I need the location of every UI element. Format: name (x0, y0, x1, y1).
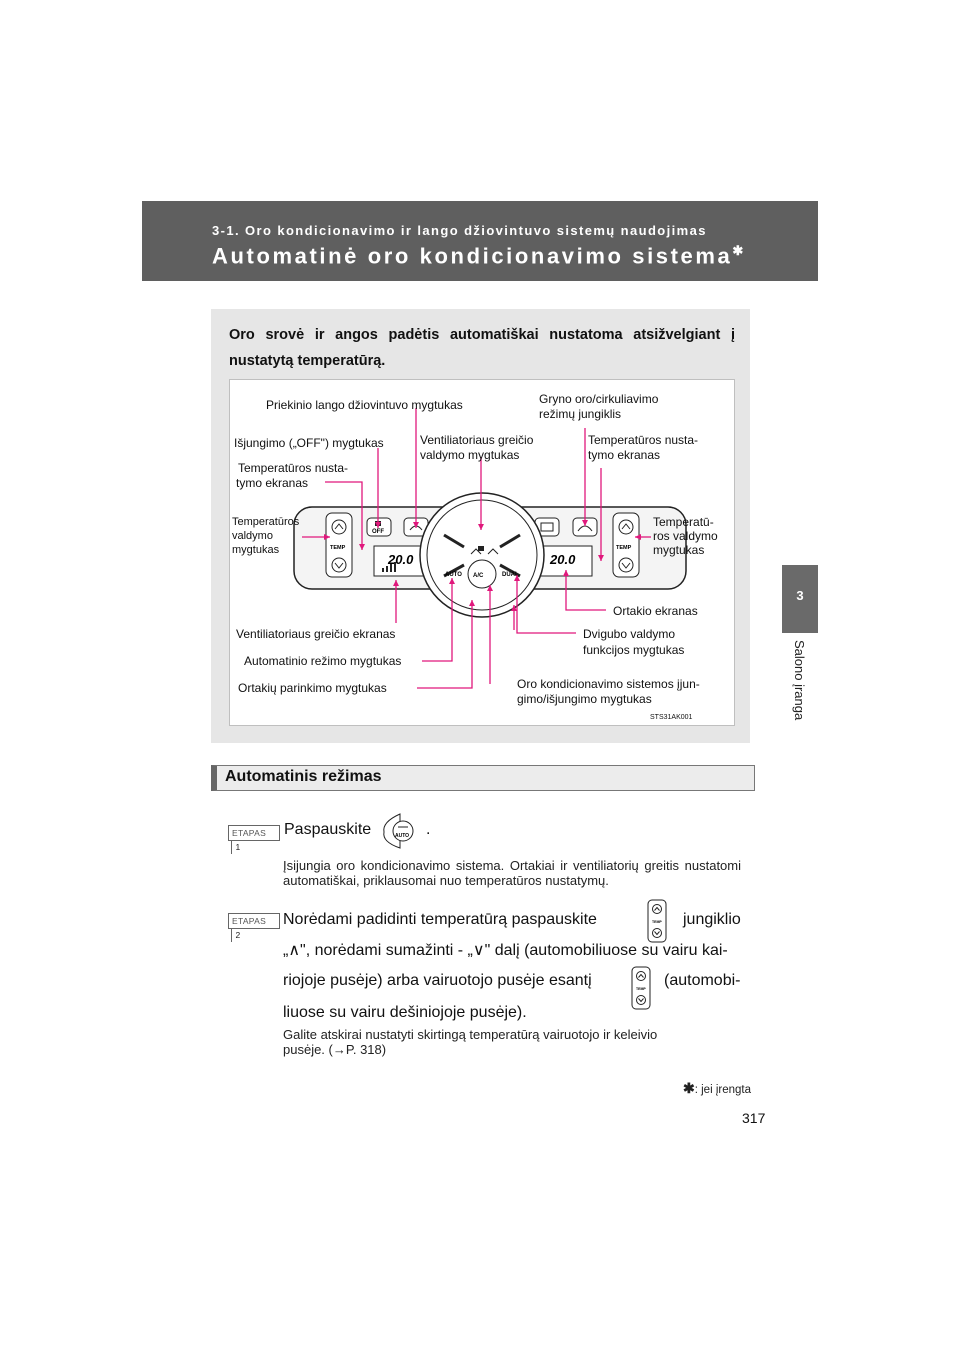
label-temp-control-right-1: Temperatū- (653, 515, 714, 529)
page-title: Automatinė oro kondicionavimo sistema✱ (212, 243, 746, 269)
off-text: OFF (372, 529, 384, 535)
label-temp-display-right-1: Temperatūros nusta- (588, 433, 699, 447)
auto-icon-text: AUTO (395, 833, 409, 839)
equipment-mark: ✱ (732, 243, 746, 258)
label-temp-control-left-1: Temperatūros (232, 516, 300, 528)
footnote: ✱: jei įrengta (683, 1080, 751, 1097)
footnote-text: : jei įrengta (694, 1084, 751, 1096)
right-temp-text: TEMP (616, 545, 632, 551)
label-fan-button-1: Ventiliatoriaus greičio (420, 433, 534, 447)
step-2-detail-1: Galite atskirai nustatyti skirtingą temp… (283, 1027, 658, 1042)
chapter-header: 3-1. Oro kondicionavimo ir lango džiovin… (142, 201, 818, 281)
label-temp-display-left-2: tymo ekranas (236, 476, 309, 490)
page-number: 317 (742, 1110, 766, 1126)
control-panel-illustration: TEMP TEMP OFF 20.0 20.0 A (293, 408, 687, 689)
temp-icon-text: TEMP (652, 920, 662, 924)
right-temp-value: 20.0 (549, 552, 576, 567)
label-temp-control-left: Temperatūros valdymo mygtukas (232, 515, 299, 557)
label-ac-2: gimo/išjungimo mygtukas (517, 692, 652, 706)
chapter-tab: 3 (782, 565, 818, 633)
center-dial (419, 492, 545, 618)
step-2-badge: ETAPAS 2 (228, 913, 280, 942)
label-ac-1: Oro kondicionavimo sistemos įjun- (517, 677, 700, 691)
step-1-text-b: . (426, 821, 431, 838)
label-temp-display-left-1: Temperatūros nusta- (238, 461, 349, 475)
auto-button-icon: AUTO (380, 812, 418, 850)
label-temp-display-right-2: tymo ekranas (588, 448, 661, 462)
off-button (366, 517, 392, 537)
label-fan-button-2: valdymo mygtukas (420, 448, 520, 462)
footnote-mark: ✱ (683, 1080, 695, 1096)
pointer-lines (302, 408, 651, 689)
label-fresh-air-1: Gryno oro/cirkuliavimo (539, 392, 659, 406)
left-temp-text: TEMP (330, 545, 346, 551)
intro-text: Oro srovė ir angos padėtis automatiškai … (229, 327, 735, 369)
label-temp-control-right-3: mygtukas (653, 543, 705, 557)
diagram-code: STS31AK001 (650, 714, 693, 721)
step-2-detail-2: pusėje. (→P. 318) (283, 1042, 387, 1057)
step-2-badge-text: ETAPAS (232, 916, 267, 926)
auto-text: AUTO (445, 572, 462, 578)
ac-text: A/C (473, 573, 484, 579)
step-2-line1-b: jungiklio (683, 911, 741, 928)
label-fan-display: Ventiliatoriaus greičio ekranas (236, 627, 396, 641)
step-2-line3-b: (automobi- (664, 972, 741, 989)
step-2-line1-a: Norėdami padidinti temperatūrą paspauski… (283, 911, 597, 928)
temp-icon-text-2: TEMP (636, 987, 646, 991)
temp-switch-icon-2: TEMP (630, 966, 652, 1010)
step-1-badge-text: ETAPAS (232, 828, 267, 838)
label-auto-button: Automatinio režimo mygtukas (244, 654, 402, 668)
step-2-line2: „∧", norėdami sumažinti - „∨" dalį (auto… (283, 942, 728, 959)
label-temp-control-right: Temperatū- ros valdymo mygtukas (653, 515, 718, 557)
climate-panel-diagram: TEMP TEMP OFF 20.0 20.0 A (229, 379, 735, 726)
label-temp-control-right-2: ros valdymo (653, 529, 718, 543)
label-vent-display: Ortakio ekranas (613, 604, 698, 618)
step-1-text-a: Paspauskite (284, 821, 372, 838)
page-title-text: Automatinė oro kondicionavimo sistema (212, 243, 733, 269)
label-defroster: Priekinio lango džiovintuvo mygtukas (266, 398, 463, 412)
step-1-detail: Įsijungia oro kondicionavimo sistema. Or… (283, 858, 741, 888)
label-vent-select: Ortakių parinkimo mygtukas (238, 681, 387, 695)
step-2-line4: liuose su vairu dešiniojoje pusėje). (283, 1004, 527, 1021)
step-2-number: 2 (231, 928, 244, 942)
label-temp-control-left-2: valdymo (232, 530, 273, 542)
section-subtitle: 3-1. Oro kondicionavimo ir lango džiovin… (212, 223, 707, 238)
label-dual-2: funkcijos mygtukas (583, 643, 685, 657)
label-dual-1: Dvigubo valdymo (583, 627, 676, 641)
left-temp-value: 20.0 (387, 552, 414, 567)
label-fresh-air-2: režimų jungiklis (539, 407, 622, 421)
label-temp-control-left-3: mygtukas (232, 544, 280, 556)
section-heading-text: Automatinis režimas (225, 768, 382, 785)
dual-text: DUAL (502, 572, 519, 578)
label-off: Išjungimo („OFF") mygtukas (234, 436, 384, 450)
chapter-label: Salono įranga (792, 640, 807, 721)
step-1-number: 1 (231, 840, 244, 854)
step-1-badge: ETAPAS 1 (228, 825, 280, 854)
temp-switch-icon: TEMP (646, 899, 668, 943)
step-2-line3-a: riojoje pusėje) arba vairuotojo pusėje e… (283, 972, 592, 989)
section-heading: Automatinis režimas (211, 765, 755, 791)
